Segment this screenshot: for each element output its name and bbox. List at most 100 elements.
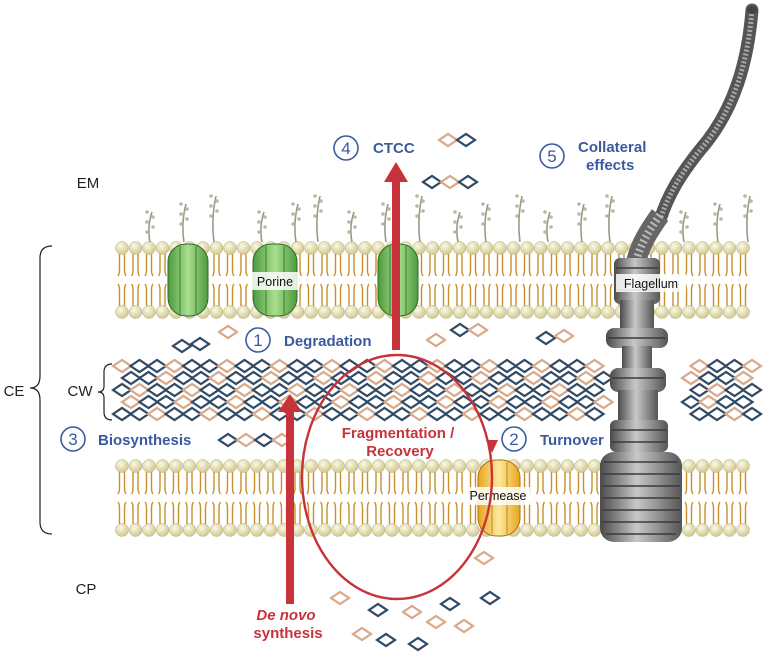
lipid-head <box>155 241 170 255</box>
peptidoglycan-diamond-icon <box>242 394 265 410</box>
lipid-tail <box>603 283 607 306</box>
peptidoglycan-diamond-icon <box>732 394 755 410</box>
peptidoglycan-diamond-icon <box>566 358 588 374</box>
lps-sugar <box>297 217 301 221</box>
peptidoglycan-diamond-icon <box>706 358 728 374</box>
lipid-tail <box>265 501 269 524</box>
lipid-tail <box>724 472 728 495</box>
lps-sugar <box>515 194 519 198</box>
lipid-tail <box>738 283 742 306</box>
peptidoglycan-diamond-icon <box>242 370 265 386</box>
lipid-tail <box>225 472 229 495</box>
lps-sugar <box>685 215 689 219</box>
muropeptide-diamond-icon <box>473 550 495 566</box>
lipid-head <box>736 459 750 473</box>
lipid-tail <box>333 501 337 524</box>
lipid-tail <box>177 472 181 495</box>
lipid-tail <box>447 283 451 306</box>
peptidoglycan-diamond-icon <box>417 370 440 386</box>
peptidoglycan-diamond-icon <box>513 382 536 398</box>
lipid-head <box>452 241 467 255</box>
peptidoglycan-diamond-icon <box>181 382 203 398</box>
lps-sugar <box>319 209 323 213</box>
lipid-head <box>736 523 750 537</box>
lipid-tail <box>488 283 492 306</box>
lipid-tail <box>562 254 566 277</box>
lipid-tail <box>137 283 141 306</box>
lps-sugar <box>481 222 485 226</box>
lipid-tail <box>353 254 357 277</box>
lipid-tail <box>562 283 566 306</box>
lipid-head <box>668 241 683 255</box>
cycle-arrowhead-icon <box>486 440 498 453</box>
muropeptide-diamond-icon <box>217 324 239 340</box>
lipid-head <box>574 241 588 255</box>
peptidoglycan-diamond-icon <box>198 382 221 398</box>
lipid-tail <box>339 283 343 306</box>
peptidoglycan-diamond-icon <box>478 382 501 398</box>
lipid-tail <box>225 501 229 524</box>
lipid-tail <box>468 254 472 277</box>
lipid-head <box>695 305 710 319</box>
lipid-tail <box>474 283 478 306</box>
lps-sugar <box>543 210 547 214</box>
lipid-head <box>385 523 399 537</box>
lipid-head <box>169 459 183 473</box>
lps-sugar <box>459 215 463 219</box>
peptidoglycan-diamond-icon <box>198 406 221 422</box>
lipid-tail <box>481 283 485 306</box>
lipid-head <box>317 305 332 319</box>
muropeptide-diamond-icon <box>437 132 459 148</box>
lipid-tail <box>441 472 445 495</box>
lipid-tail <box>427 472 431 495</box>
lps-sugar <box>459 225 463 229</box>
lipid-tail <box>326 283 330 306</box>
lipid-tail <box>339 501 343 524</box>
lipid-tail <box>144 472 148 495</box>
peptidoglycan-diamond-icon <box>496 406 518 422</box>
lipid-head <box>182 523 197 537</box>
peptidoglycan-diamond-icon <box>163 358 186 374</box>
svg-text:3: 3 <box>68 430 77 449</box>
lipid-tail <box>569 283 573 306</box>
lipid-tail <box>245 283 249 306</box>
lipid-head <box>439 305 453 319</box>
lipid-head <box>317 459 332 473</box>
peptidoglycan-diamond-icon <box>128 358 151 374</box>
lipid-tail <box>218 254 222 277</box>
lipid-tail <box>555 472 559 495</box>
peptidoglycan-diamond-icon <box>373 382 396 398</box>
lipid-tail <box>711 283 715 306</box>
lps-sugar <box>719 217 723 221</box>
lipid-head <box>196 459 210 473</box>
lipid-tail <box>508 254 512 277</box>
muropeptide-diamond-icon <box>401 604 423 620</box>
lipopolysaccharide-chains <box>145 194 753 243</box>
lps-sugar <box>521 199 525 203</box>
lipid-head <box>452 459 467 473</box>
peptidoglycan-diamond-icon <box>426 382 448 398</box>
lps-sugar <box>151 215 155 219</box>
lps-chain <box>350 211 355 243</box>
lps-sugar <box>319 199 323 203</box>
lipid-tail <box>488 254 492 277</box>
lipid-tail <box>528 254 532 277</box>
lipid-tail <box>744 501 748 524</box>
lipid-tail <box>319 283 323 306</box>
lipid-tail <box>515 254 519 277</box>
lipid-head <box>115 459 129 473</box>
lps-chain <box>316 195 321 243</box>
lipid-tail <box>697 501 701 524</box>
lipid-head <box>344 523 359 537</box>
lipid-tail <box>198 472 202 495</box>
lipid-tail <box>299 472 303 495</box>
lps-sugar <box>719 207 723 211</box>
step-5-collateral-effects: 5 Collateral effects <box>539 139 646 174</box>
peptidoglycan-diamond-icon <box>146 406 168 422</box>
lipid-head <box>560 523 575 537</box>
lipid-head <box>655 305 669 319</box>
muropeptide-diamond-icon <box>425 614 447 630</box>
lipid-tail <box>218 472 222 495</box>
lipid-tail <box>258 501 262 524</box>
lipid-tail <box>380 472 384 495</box>
